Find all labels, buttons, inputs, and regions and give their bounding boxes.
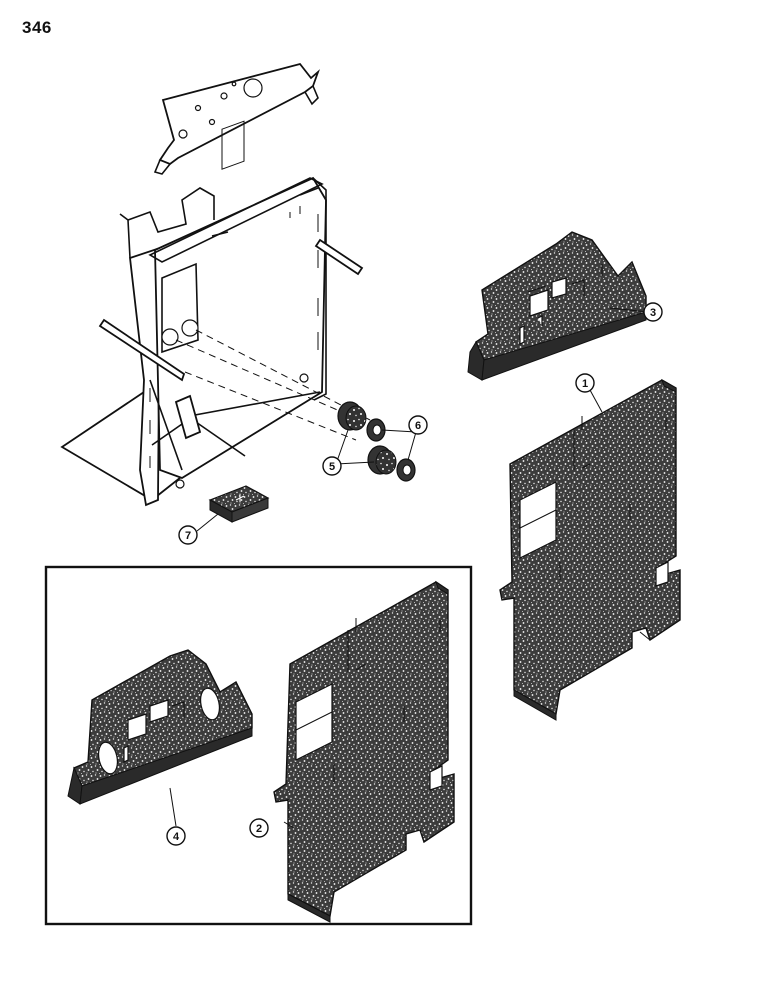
console-frame xyxy=(60,120,364,507)
svg-text:4: 4 xyxy=(173,831,180,843)
grommet-large-upper xyxy=(337,401,367,431)
callout-5: 5 xyxy=(322,456,342,476)
svg-text:5: 5 xyxy=(329,461,335,473)
grommets xyxy=(337,401,416,482)
alignment-lines xyxy=(175,329,371,441)
insulation-pad-4 xyxy=(67,649,253,805)
page-number: 346 xyxy=(22,18,52,37)
callout-2: 2 xyxy=(249,818,269,838)
svg-text:3: 3 xyxy=(650,307,656,319)
callout-leaders xyxy=(169,307,649,829)
alternate-parts-inset-frame xyxy=(44,565,473,926)
svg-text:2: 2 xyxy=(256,823,262,835)
callout-4: 4 xyxy=(166,826,186,846)
top-cover-plate xyxy=(153,62,320,175)
svg-text:7: 7 xyxy=(185,530,191,542)
grommet-small-lower xyxy=(396,458,416,482)
grommet-large-lower xyxy=(367,445,397,475)
svg-text:1: 1 xyxy=(582,378,588,390)
callout-1: 1 xyxy=(575,373,595,393)
callout-7: 7 xyxy=(178,525,198,545)
callout-6: 6 xyxy=(408,415,428,435)
insulation-block xyxy=(208,485,270,523)
insulation-pad-1 xyxy=(499,378,681,721)
svg-text:6: 6 xyxy=(415,420,421,432)
insulation-pad-2 xyxy=(273,580,455,923)
callout-3: 3 xyxy=(643,302,663,322)
insulation-pad-3 xyxy=(467,231,647,381)
